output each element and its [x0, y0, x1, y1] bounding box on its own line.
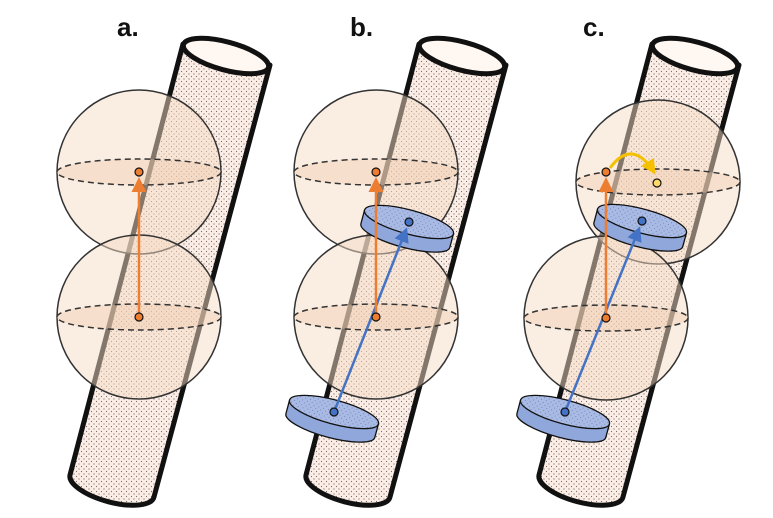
blue-point-lower	[560, 407, 570, 417]
orange-point-lower	[601, 313, 611, 323]
panel-b: b.	[285, 12, 509, 508]
panel-label-b: b.	[350, 12, 373, 42]
cylinder-top-cap	[180, 35, 272, 77]
blue-point-upper	[404, 217, 414, 227]
orange-point-upper	[134, 167, 144, 177]
panel-c: c.	[516, 12, 742, 508]
blue-point-lower	[329, 407, 339, 417]
yellow-rotated-point	[652, 178, 662, 188]
orange-point-upper	[601, 167, 611, 177]
orange-point-lower	[371, 312, 381, 322]
yellow-rotation-arrow-icon	[608, 152, 656, 175]
orange-point-lower	[134, 312, 144, 322]
orange-point-upper	[371, 167, 381, 177]
blue-point-upper	[637, 216, 647, 226]
blue-arrow-icon	[332, 227, 409, 413]
cylinder-top-cap	[649, 35, 741, 77]
blue-arrow-icon	[563, 226, 642, 413]
panel-label-c: c.	[583, 12, 605, 42]
cylinder-top-cap	[416, 35, 508, 77]
panel-label-a: a.	[117, 12, 139, 42]
panel-a: a.	[56, 12, 273, 508]
